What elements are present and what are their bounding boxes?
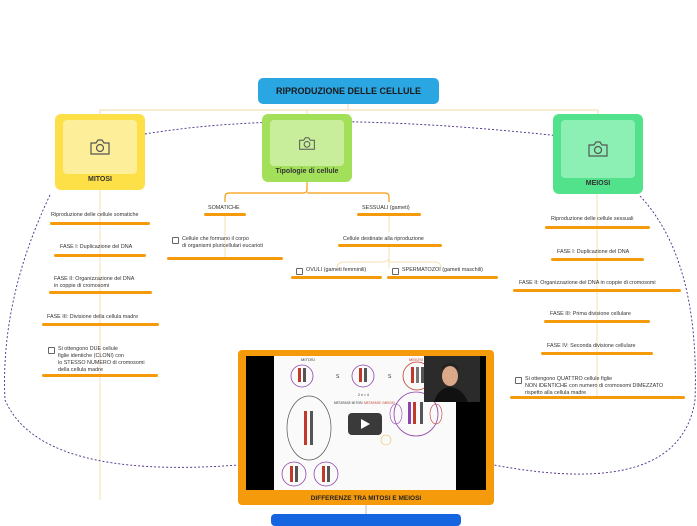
bottom-topic[interactable] bbox=[271, 514, 461, 526]
image-placeholder[interactable] bbox=[561, 120, 635, 178]
checkbox[interactable] bbox=[515, 377, 522, 384]
subtopic-underline bbox=[291, 276, 382, 279]
subtopic-underline bbox=[54, 254, 146, 257]
subtopic-line: lo STESSO NUMERO di cromosomi bbox=[58, 360, 145, 366]
topic-label: Tipologie di cellule bbox=[275, 168, 339, 175]
subtopic-line: SPERMATOZOI (gameti maschili) bbox=[402, 267, 483, 273]
svg-text:S: S bbox=[388, 374, 392, 380]
presenter-webcam bbox=[424, 356, 480, 402]
video-thumbnail[interactable]: MITOSI MEIOSI S S 2 n = 4 METAFASE MITOS… bbox=[246, 356, 486, 490]
checkbox[interactable] bbox=[392, 268, 399, 275]
subtopic-underline bbox=[510, 396, 685, 399]
subtopic-underline bbox=[338, 244, 442, 247]
subtopic-checkbox-item[interactable]: SPERMATOZOI (gameti maschili) bbox=[392, 267, 483, 275]
topic-tipologie[interactable]: Tipologie di cellule bbox=[262, 114, 352, 182]
subtopic-text[interactable]: FASE III: Prima divisione cellulare bbox=[550, 311, 631, 317]
subtopic-text[interactable]: FASE IV: Seconda divisione cellulare bbox=[547, 343, 636, 349]
subtopic-underline bbox=[50, 222, 150, 225]
topic-meiosi[interactable]: MEIOSI bbox=[553, 114, 643, 194]
subtopic-underline bbox=[42, 323, 159, 326]
subtopic-underline bbox=[49, 291, 152, 294]
root-topic[interactable]: RIPRODUZIONE DELLE CELLULE bbox=[258, 78, 439, 104]
subtopic-line: di organismi pluricellulari eucarioti bbox=[182, 243, 263, 249]
dotted-link-mitosi-meiosi bbox=[144, 121, 561, 137]
slide-label-meiosi: MEIOSI bbox=[409, 357, 423, 362]
image-placeholder[interactable] bbox=[63, 120, 137, 174]
dotted-link-meiosi-video bbox=[493, 195, 696, 475]
slide-label-mitosi: MITOSI bbox=[301, 357, 315, 362]
subtopic-underline bbox=[167, 257, 283, 260]
subtopic-line: rispetto alla cellula madre bbox=[525, 390, 587, 396]
subtopic-underline bbox=[544, 320, 650, 323]
subtopic-line: OVULI (gameti femminili) bbox=[306, 267, 367, 273]
subtopic-underline bbox=[541, 352, 653, 355]
subtopic-line: figlie identiche (CLONI) con bbox=[58, 353, 124, 359]
camera-icon bbox=[588, 141, 608, 157]
mitosis-meiosis-diagram: MITOSI MEIOSI S S 2 n = 4 METAFASE MITOS… bbox=[281, 357, 443, 487]
subtopic-text[interactable]: FASE II: Organizzazione del DNA in coppi… bbox=[519, 280, 656, 286]
slide-label-metafase-meiosi: METAFASE I MEIOSI bbox=[364, 401, 395, 405]
subtopic-somatiche[interactable]: SOMATICHE bbox=[208, 205, 240, 211]
subtopic-text[interactable]: FASE I: Duplicazione del DNA bbox=[557, 249, 630, 255]
root-title: RIPRODUZIONE DELLE CELLULE bbox=[275, 86, 421, 96]
video-topic[interactable]: MITOSI MEIOSI S S 2 n = 4 METAFASE MITOS… bbox=[238, 350, 494, 505]
subtopic-line: NON IDENTICHE con numero di cromosomi DI… bbox=[525, 383, 664, 389]
dotted-link-mitosi-video bbox=[4, 194, 239, 468]
subtopic-line: Si ottengono QUATTRO cellule figlie bbox=[525, 376, 613, 382]
subtopic-underline bbox=[545, 226, 650, 229]
topic-mitosi[interactable]: MITOSI bbox=[55, 114, 145, 190]
svg-text:S: S bbox=[336, 374, 340, 380]
checkbox[interactable] bbox=[172, 237, 179, 244]
checkbox[interactable] bbox=[296, 268, 303, 275]
topic-label: MEIOSI bbox=[585, 180, 611, 187]
checkbox[interactable] bbox=[48, 347, 55, 354]
slide-label-2n: 2 n = 4 bbox=[358, 393, 369, 397]
subtopic-line: Si ottengono DUE cellule bbox=[58, 346, 118, 352]
subtopic-line: della cellula madre bbox=[58, 367, 103, 373]
subtopic-sessuali[interactable]: SESSUALI (gameti) bbox=[362, 205, 410, 211]
slide-label-metafase-mitosi: METAFASE MITOSI bbox=[334, 401, 363, 405]
subtopic-text[interactable]: FASE III: Divisione della cellula madre bbox=[47, 314, 139, 320]
subtopic-underline bbox=[387, 276, 498, 279]
subtopic-underline bbox=[357, 213, 421, 216]
video-caption: DIFFERENZE TRA MITOSI E MEIOSI bbox=[310, 495, 422, 502]
subtopic-text[interactable]: Cellule destinate alla riproduzione bbox=[343, 236, 424, 242]
camera-icon bbox=[299, 136, 315, 150]
subtopic-underline bbox=[204, 213, 246, 216]
camera-icon bbox=[90, 139, 110, 155]
subtopic-text[interactable]: Riproduzione delle cellule somatiche bbox=[51, 212, 139, 218]
topic-label: MITOSI bbox=[88, 176, 112, 183]
subtopic-line: Cellule che formano il corpo bbox=[182, 236, 249, 242]
subtopic-text: in coppie di cromosomi bbox=[54, 283, 110, 289]
subtopic-text[interactable]: FASE II: Organizzazione del DNA bbox=[54, 276, 135, 282]
subtopic-underline bbox=[551, 258, 644, 261]
play-button[interactable] bbox=[348, 413, 382, 435]
subtopic-text[interactable]: Riproduzione delle cellule sessuali bbox=[551, 216, 634, 222]
subtopic-text[interactable]: FASE I: Duplicazione del DNA bbox=[60, 244, 133, 250]
subtopic-underline bbox=[42, 374, 158, 377]
subtopic-checkbox-item[interactable]: OVULI (gameti femminili) bbox=[296, 267, 366, 275]
image-placeholder[interactable] bbox=[270, 120, 344, 166]
subtopic-underline bbox=[513, 289, 681, 292]
